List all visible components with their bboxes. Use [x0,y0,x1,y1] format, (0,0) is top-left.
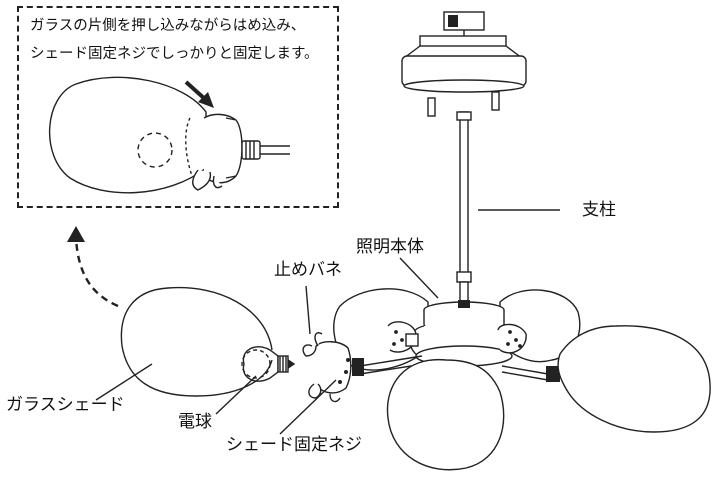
removed-glass-shade [120,286,273,397]
label-shade-screw: シェード固定ネジ [226,435,362,455]
label-bulb: 電球 [178,412,212,432]
callout-text-line-2: シェード固定ネジでしっかりと固定します。 [30,46,319,62]
label-glass-shade: ガラスシェード [6,395,125,415]
detail-push-arrow [184,80,214,108]
leader-bulb [215,375,257,415]
detail-shade-illustration [49,76,207,194]
left-arm [387,321,419,353]
leader-shade-screw [279,379,337,435]
curved-dashed-arrow [67,226,119,308]
detail-socket [241,140,290,160]
front-shade [386,359,505,471]
far-right-shade [501,325,711,433]
pole [456,111,472,305]
bulb [242,346,296,382]
label-pole: 支柱 [582,200,616,220]
leader-retaining-spring [305,285,311,335]
callout-text-line-1: ガラスの片側を押し込みながらはめ込み、 [30,18,306,34]
label-retaining-spring: 止めバネ [274,260,342,280]
fixture-body [409,300,516,367]
leader-glass-shade [95,363,153,401]
label-fixture-body: 照明本体 [356,237,424,257]
retaining-spring-holder [302,332,352,403]
right-arm [497,323,527,354]
leader-fixture-body [399,257,439,299]
detail-callout-box [17,6,339,208]
ceiling-canopy [401,11,527,117]
